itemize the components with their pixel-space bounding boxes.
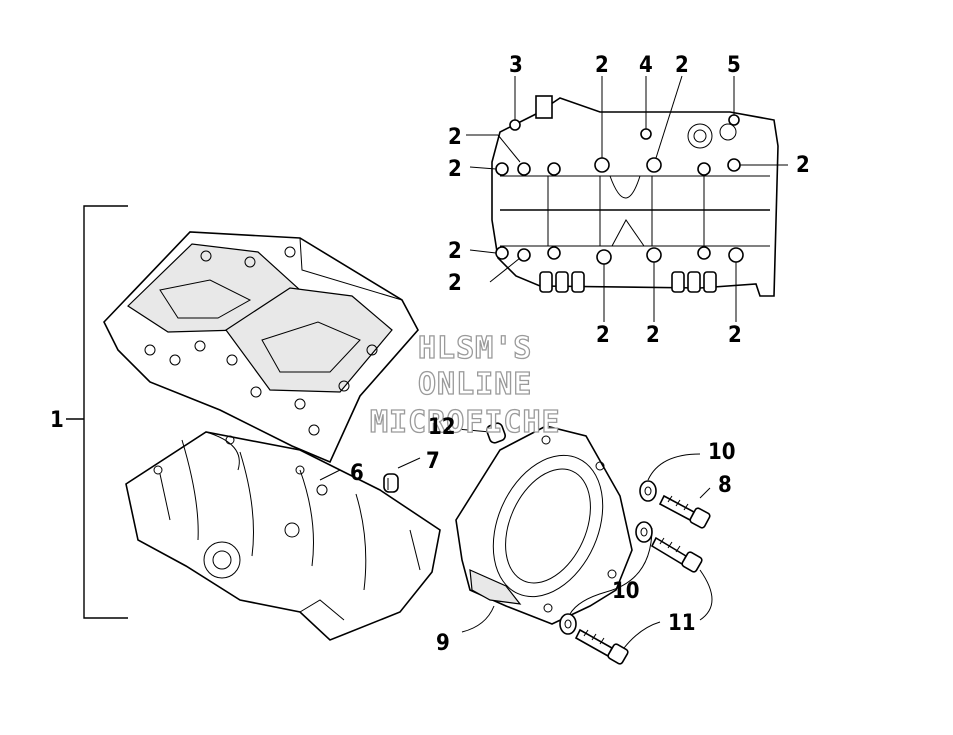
dowel-pin-7	[383, 473, 399, 493]
assembly-bracket	[66, 205, 128, 619]
callout-2-bottom-c: 2	[728, 323, 742, 348]
callout-9: 9	[436, 631, 450, 656]
callout-10-top: 10	[708, 440, 736, 465]
upper-crankcase-half	[103, 231, 419, 464]
watermark-line-1: HLSM'S	[418, 331, 532, 366]
callout-7: 7	[426, 449, 440, 474]
callout-12: 12	[428, 415, 456, 440]
callout-4: 4	[639, 53, 653, 78]
bolt-11-upper	[650, 536, 703, 573]
callout-2-right: 2	[796, 153, 810, 178]
leader-lines	[319, 75, 788, 649]
watermark-line-2: ONLINE	[418, 367, 532, 402]
callout-2-top-a: 2	[595, 53, 609, 78]
magneto-housing	[455, 425, 633, 625]
crankcase-bottom-view	[491, 95, 779, 297]
callout-2-top-b: 2	[675, 53, 689, 78]
watermark: HLSM'S ONLINE MICROFICHE	[369, 330, 561, 440]
callout-3: 3	[509, 53, 523, 78]
bolt-8	[658, 494, 711, 529]
callout-2-left-c: 2	[448, 239, 462, 264]
callout-2-bottom-a: 2	[596, 323, 610, 348]
callout-11: 11	[668, 611, 696, 636]
callout-6: 6	[350, 461, 364, 486]
callout-10-bottom: 10	[612, 579, 640, 604]
washer-lower	[559, 613, 577, 635]
callout-5: 5	[727, 53, 741, 78]
bolt-11-lower	[574, 628, 629, 665]
dowel-pin-12	[486, 422, 506, 444]
callout-2-bottom-b: 2	[646, 323, 660, 348]
callout-8: 8	[718, 473, 732, 498]
washer-upper	[639, 480, 657, 502]
callout-1: 1	[50, 408, 64, 433]
watermark-line-3: MICROFICHE	[370, 405, 561, 440]
lower-crankcase-half	[125, 431, 441, 641]
callout-2-left-a: 2	[448, 125, 462, 150]
washer-middle	[635, 521, 653, 543]
callout-2-left-d: 2	[448, 271, 462, 296]
callout-2-left-b: 2	[448, 157, 462, 182]
callout-labels: 1 3 2 4 2 5 2 2 2 2 2 2 2 2 12 7 6 10 8 …	[50, 53, 810, 656]
inset-bolt-holes	[495, 114, 744, 265]
